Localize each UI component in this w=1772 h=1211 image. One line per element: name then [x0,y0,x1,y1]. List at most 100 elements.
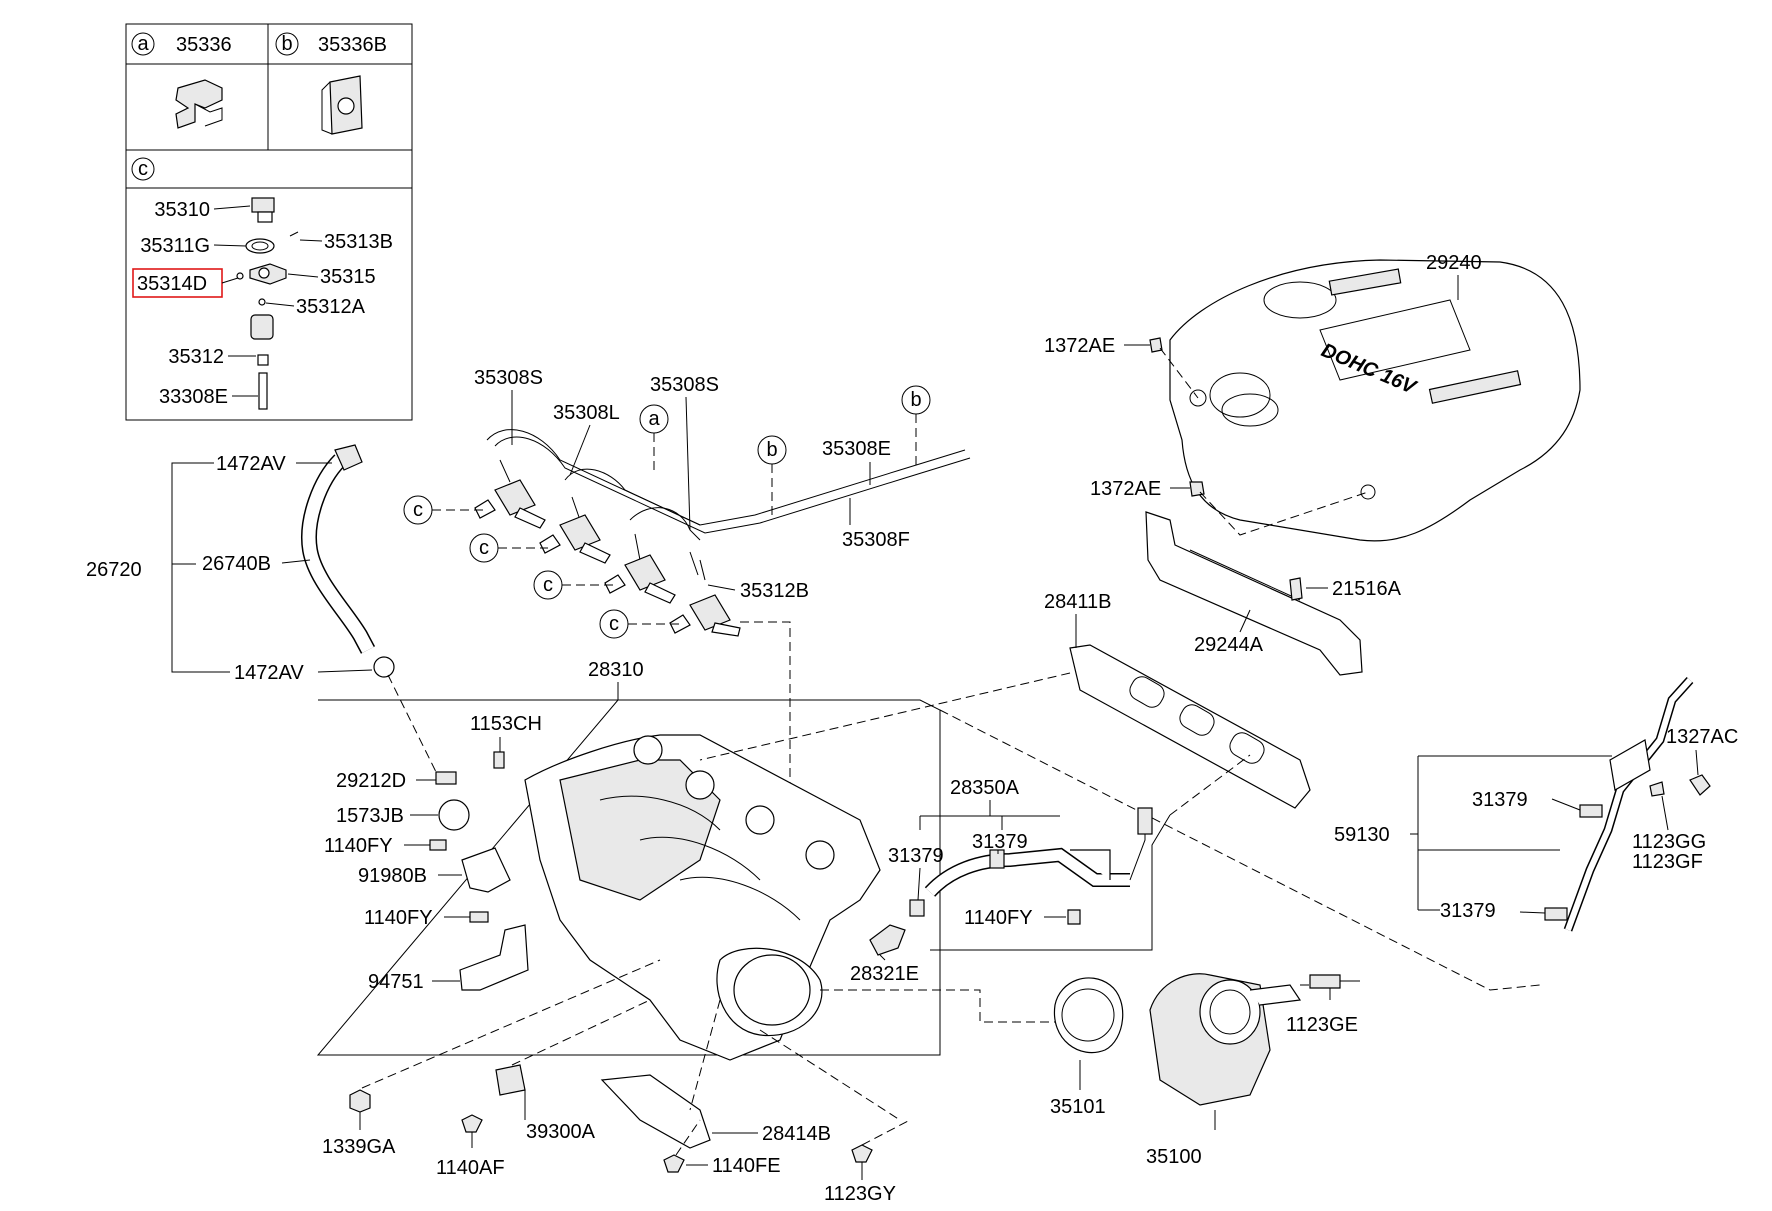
grommet-1-icon [1149,337,1163,353]
engine-cover-icon [1169,259,1581,542]
label-28321E: 28321E [850,963,919,985]
pcv-group: 28350A 31379 31379 1140FY 28321E [850,754,1251,985]
legend-box: a 35336 b 35336B c [125,23,413,421]
callout-b-2-letter: b [910,389,921,411]
injector-4-icon [669,594,741,637]
label-26720: 26720 [86,559,142,581]
label-29240: 29240 [1426,252,1482,274]
injector-exploded-icon [236,197,299,410]
callout-c-1-letter: c [413,499,423,521]
label-94751: 94751 [368,971,424,993]
bolt-1140AF-icon [461,1114,483,1133]
label-1140FY-2: 1140FY [364,907,433,929]
label-35308F: 35308F [842,529,910,551]
label-1123GG: 1123GG [1632,831,1706,853]
bolt-21516A-icon [1289,577,1303,601]
label-1123GF: 1123GF [1632,851,1703,873]
callout-b-1-letter: b [766,439,777,461]
clip-35336B-icon [321,75,363,135]
label-31379-a: 31379 [888,845,944,867]
clamp-31379-b-icon [909,899,925,917]
label-35314D: 35314D [137,273,207,295]
label-35313B: 35313B [324,231,393,253]
label-59130: 59130 [1334,824,1390,846]
bolt-1123GG-icon [1649,781,1665,797]
label-1372AE-2: 1372AE [1090,478,1161,500]
clamp-31379-d-icon [1544,907,1568,921]
label-35308S-1: 35308S [474,367,543,389]
label-1140FY-3: 1140FY [964,907,1033,929]
label-35315: 35315 [320,266,376,288]
label-1153CH: 1153CH [470,713,542,735]
clamp-31379-a-icon [989,849,1005,869]
label-28310: 28310 [588,659,644,681]
bolt-1123GE-icon [1309,974,1341,989]
label-35308E: 35308E [822,438,891,460]
intake-manifold-group: 28310 28411B 1153CH 29212D 1573JB 1140FY [316,591,1541,1205]
breather-hose-group: 1472AV 26740B 26720 1472AV [86,444,441,781]
label-35308L: 35308L [553,402,620,424]
stud-29212D-icon [435,771,457,785]
clamp-31379-c-icon [1579,804,1603,818]
label-21516A: 21516A [1332,578,1402,600]
label-35100: 35100 [1146,1146,1202,1168]
label-35310: 35310 [154,199,210,221]
label-1140FE: 1140FE [712,1155,781,1177]
label-1573JB: 1573JB [336,805,404,827]
legend-b-letter: b [281,33,292,55]
tube-bracket-icon [1609,739,1651,791]
label-28414B: 28414B [762,1123,831,1145]
clip-35336-icon [175,79,223,129]
label-28411B: 28411B [1044,591,1111,613]
pcv-valve-28321E-icon [869,924,906,956]
label-1372AE-1: 1372AE [1044,335,1115,357]
bolt-1140FE-icon [663,1154,685,1173]
callout-c-3-letter: c [543,574,553,596]
injector-1-icon [474,479,546,529]
label-35312: 35312 [168,346,224,368]
label-1123GY: 1123GY [824,1183,896,1205]
label-1339GA: 1339GA [322,1136,396,1158]
label-1140AF: 1140AF [436,1157,505,1179]
nut-1339GA-icon [349,1089,371,1113]
nut-1327AC-icon [1689,774,1711,796]
label-35311G: 35311G [140,235,210,257]
label-31379-c: 31379 [1472,789,1528,811]
bracket-28414B-icon [600,1074,711,1149]
cover-bracket-icon [1145,511,1363,676]
callout-c-2-letter: c [479,537,489,559]
label-35312A: 35312A [296,296,366,318]
bolt-1123GY-icon [851,1144,873,1163]
bracket-94751-icon [459,924,529,991]
label-39300A: 39300A [526,1121,596,1143]
fuel-rail-assembly: c c c c a b b 35308S 35308L 35308S 35308… [403,367,971,830]
label-35101: 35101 [1050,1096,1106,1118]
plug-1573JB-icon [438,799,470,831]
bolt-1140FY-3-icon [1067,909,1081,925]
label-1123GE: 1123GE [1286,1014,1358,1036]
callout-a-letter: a [648,408,660,430]
legend-b-part: 35336B [318,34,387,56]
label-31379-b: 31379 [972,831,1028,853]
label-29244A: 29244A [1194,634,1264,656]
legend-c-letter: c [138,158,148,180]
engine-cover-group: DOHC 16V 29240 1372AE 1372AE 29244A 2151… [1044,252,1581,676]
legend-c-circle [131,157,155,181]
legend-a-circle [131,32,155,56]
coolant-tube-group: 1327AC 1123GG 1123GF 59130 31379 31379 [1334,676,1738,932]
label-1140FY-1: 1140FY [324,835,393,857]
bracket-91980B-icon [461,847,511,893]
legend-b-circle [275,32,299,56]
label-1327AC: 1327AC [1666,726,1738,748]
label-26740B: 26740B [202,553,271,575]
injector-2-icon [539,514,611,564]
throttle-body-group: 35101 35100 1123GE [820,973,1360,1168]
label-28350A: 28350A [950,777,1020,799]
label-31379-d: 31379 [1440,900,1496,922]
hose-clamp-top-icon [334,444,363,471]
label-1472AV-2: 1472AV [234,662,304,684]
sensor-39300A-icon [495,1064,526,1096]
hose-clamp-bottom-icon [373,656,395,678]
callout-c-4-letter: c [609,613,619,635]
